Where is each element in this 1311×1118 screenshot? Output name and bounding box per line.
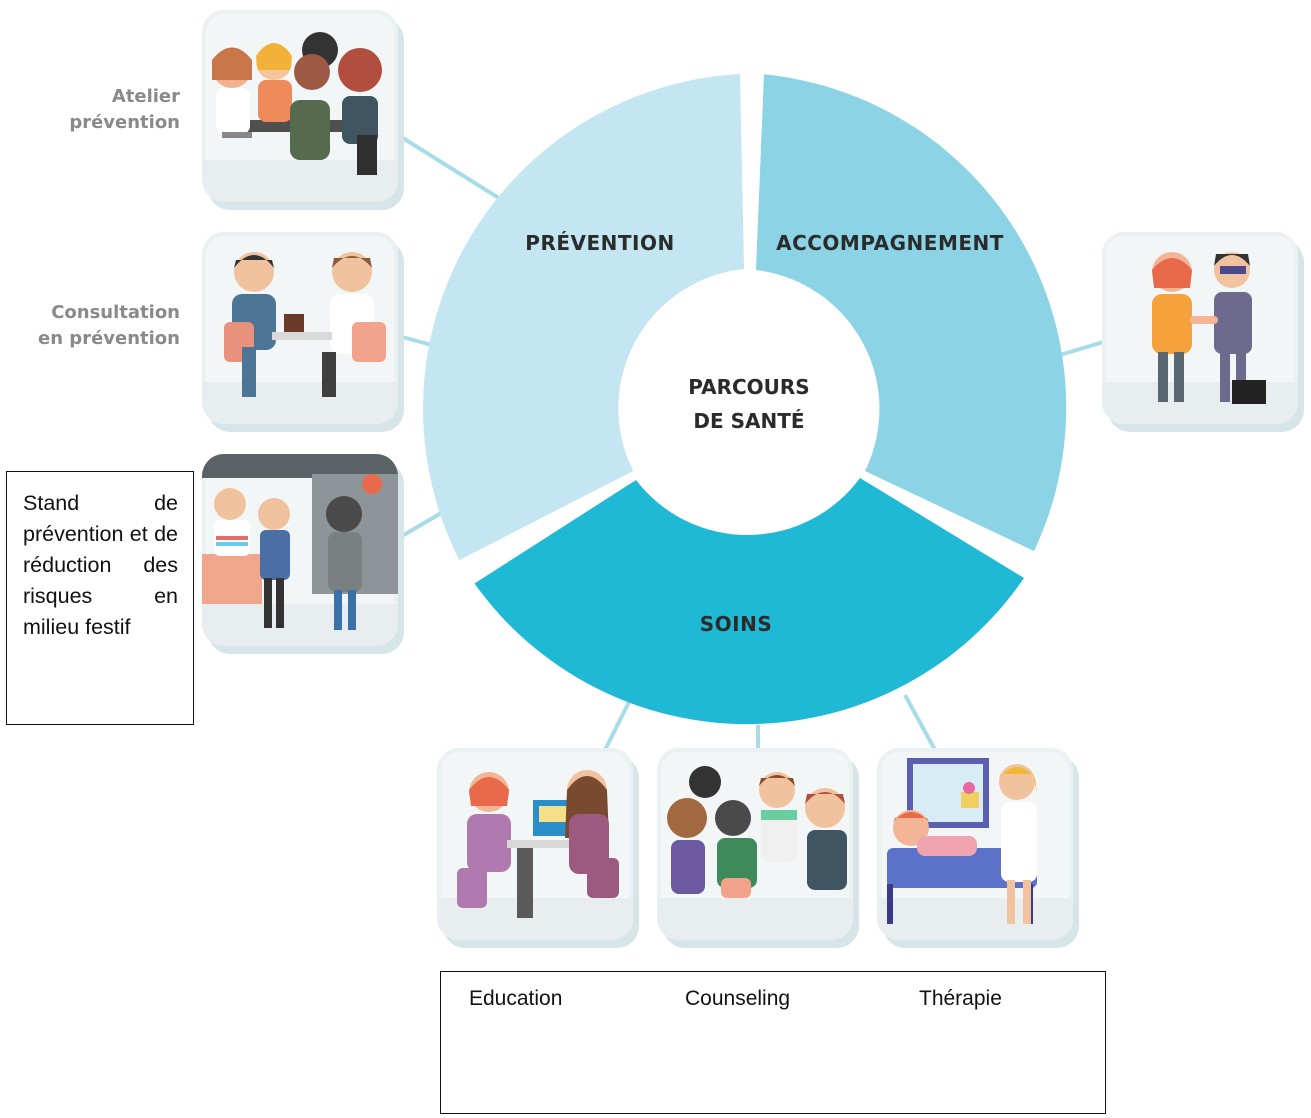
center-label-line-1: PARCOURS	[688, 375, 809, 399]
counseling-group-illustration	[657, 748, 853, 940]
label-stand-prevention: Stand de prévention et de réduction des …	[6, 471, 194, 725]
label-counseling: Counseling	[685, 987, 791, 1010]
label-line: Atelier	[111, 86, 180, 107]
label-education: Education	[469, 987, 563, 1010]
connector-line	[903, 694, 937, 751]
hospital-therapy-illustration	[877, 748, 1073, 940]
label-atelier-prevention: Atelier prévention	[30, 84, 180, 136]
soins-labels-box: Education Counseling Thérapie	[440, 971, 1106, 1114]
festival-stand-illustration	[202, 454, 398, 646]
label-therapie: Thérapie	[919, 987, 1002, 1010]
workshop-group-illustration	[202, 10, 398, 202]
support-handshake-illustration	[1102, 232, 1298, 424]
segment-prevention	[423, 74, 744, 561]
connector-line	[603, 699, 632, 751]
label-line: prévention	[69, 112, 180, 133]
connector-line	[1059, 338, 1111, 357]
segment-label-prevention: PRÉVENTION	[525, 231, 674, 255]
label-line: en prévention	[38, 328, 180, 349]
segment-label-accompagnement: ACCOMPAGNEMENT	[776, 231, 1004, 255]
segment-label-soins: SOINS	[700, 612, 773, 636]
label-line: Consultation	[51, 302, 180, 323]
education-computer-illustration	[437, 748, 633, 940]
segment-soins	[474, 478, 1024, 725]
connector-line	[388, 128, 512, 207]
center-label-line-2: DE SANTÉ	[693, 409, 804, 433]
consultation-illustration	[202, 232, 398, 424]
segment-accompagnement	[756, 74, 1067, 552]
label-consultation-prevention: Consultation en prévention	[10, 300, 180, 352]
